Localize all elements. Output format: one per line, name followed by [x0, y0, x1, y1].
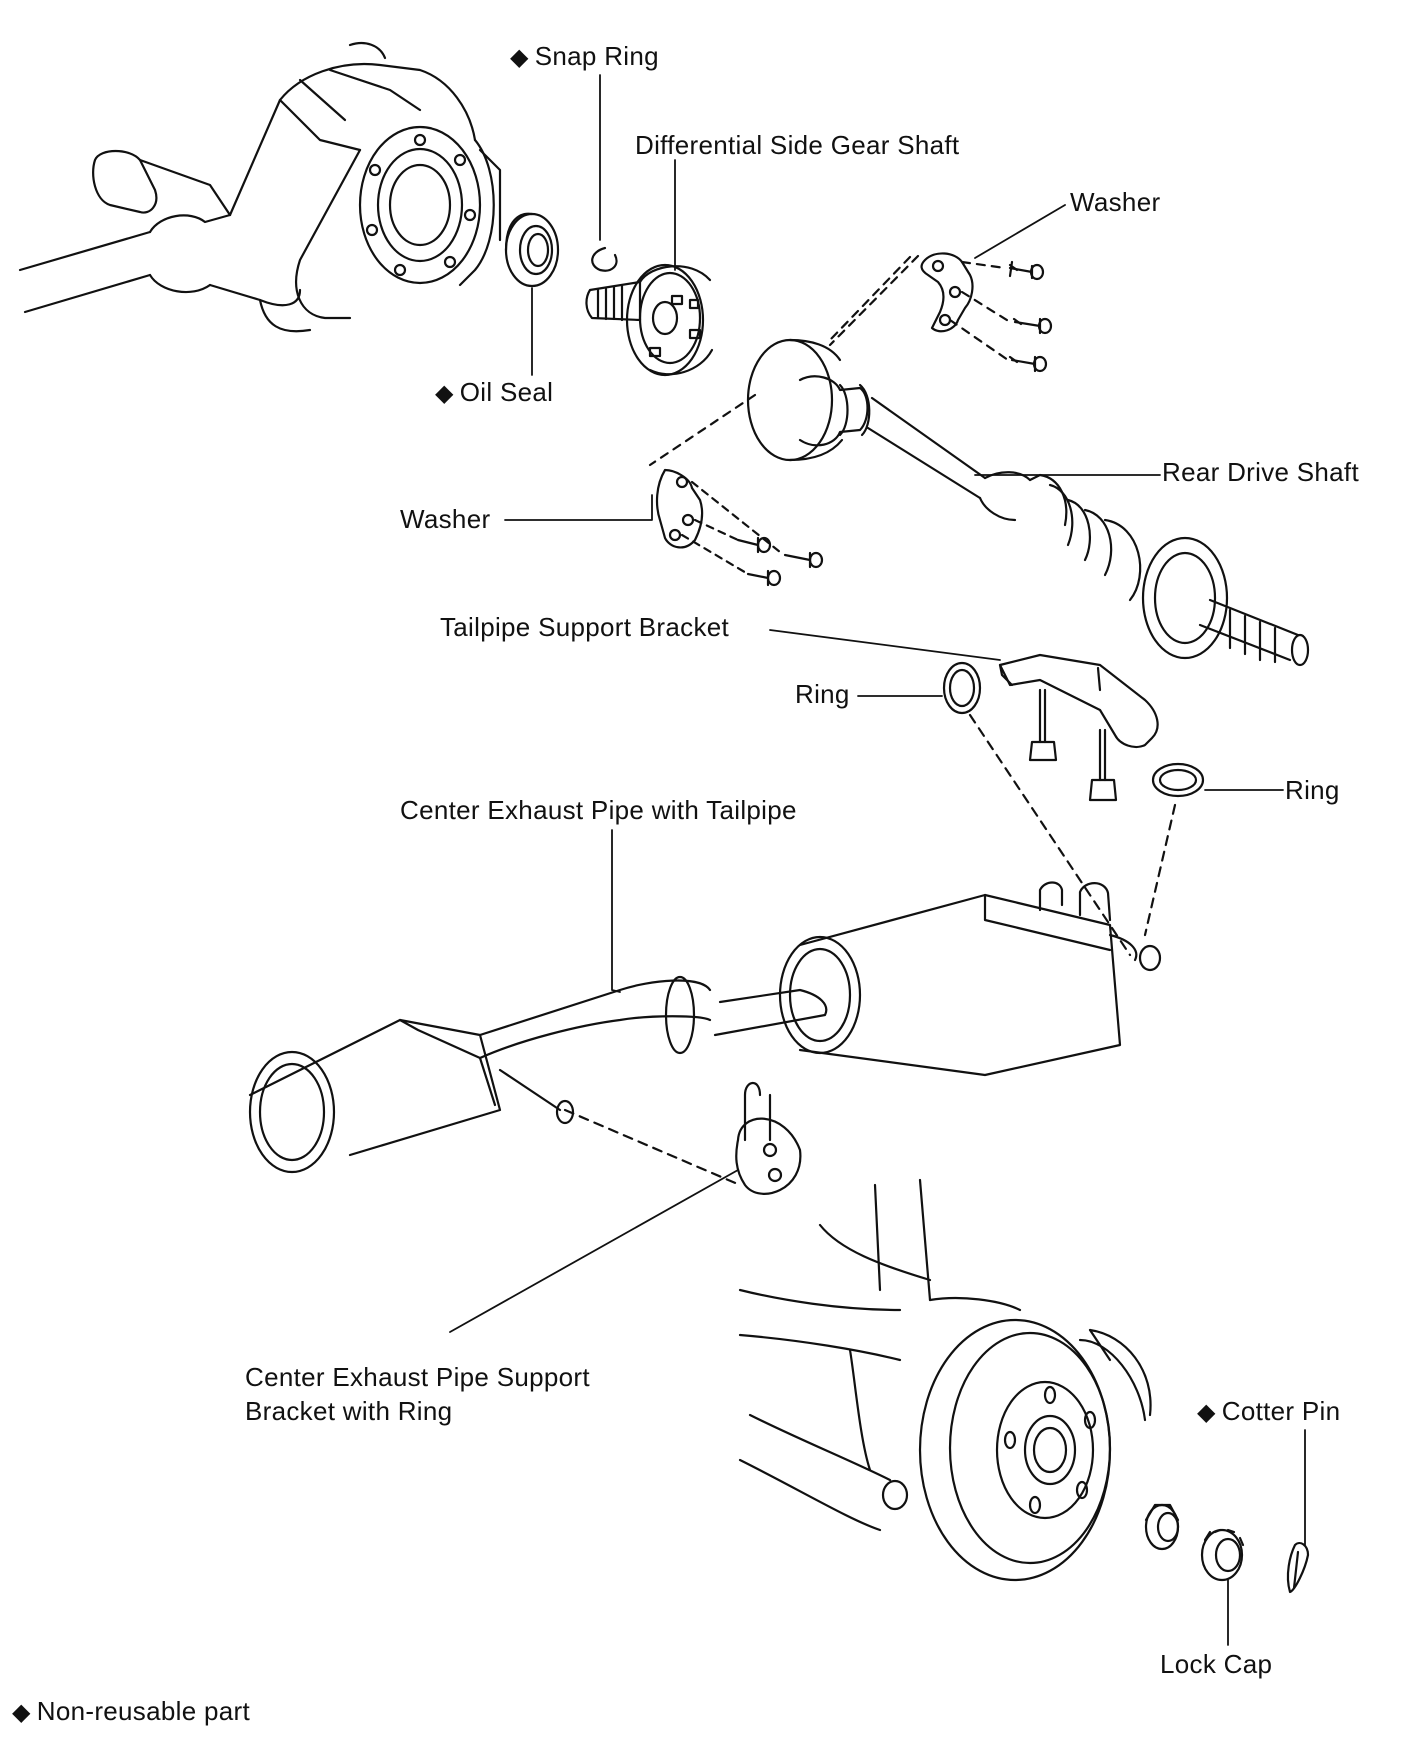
label-snap-ring: ◆Snap Ring [510, 41, 659, 71]
washer-left-dashes [680, 480, 782, 576]
washer-left-part [655, 468, 824, 587]
label-washer-top: Washer [1070, 187, 1161, 217]
snap-ring-part [591, 246, 618, 272]
drive-shaft-guide-dashes [648, 255, 912, 467]
label-ring-right: Ring [1285, 775, 1340, 805]
legend-non-reusable: ◆Non-reusable part [12, 1696, 250, 1726]
differential-carrier [18, 41, 502, 333]
label-lock-cap: Lock Cap [1160, 1649, 1273, 1679]
non-reusable-marker-icon: ◆ [510, 44, 529, 71]
non-reusable-marker-icon: ◆ [1197, 1399, 1216, 1426]
label-cotter-pin: ◆Cotter Pin [1197, 1396, 1341, 1426]
label-center-exhaust-support-line1: Center Exhaust Pipe Support [245, 1362, 590, 1392]
label-ring-left: Ring [795, 679, 850, 709]
rear-drive-shaft-part [746, 338, 1310, 667]
label-differential-side-gear-shaft: Differential Side Gear Shaft [635, 130, 960, 160]
ring-left-part [942, 661, 982, 715]
exhaust-support-bracket-part [735, 1081, 802, 1195]
washer-top-dashes [828, 254, 1012, 362]
lock-cap-part [1200, 1528, 1245, 1582]
ring-dashes [563, 713, 1177, 1187]
non-reusable-marker-icon: ◆ [435, 380, 454, 407]
tailpipe-bracket-part [998, 653, 1159, 802]
washer-top-part [920, 252, 1053, 373]
ring-right-part [1151, 762, 1205, 798]
label-rear-drive-shaft: Rear Drive Shaft [1162, 457, 1359, 487]
label-tailpipe-support-bracket: Tailpipe Support Bracket [440, 612, 730, 642]
cotter-pin-part [1286, 1541, 1310, 1594]
leader-lines [449, 74, 1306, 1646]
oil-seal-part [504, 212, 560, 288]
hub-nut-part [1144, 1503, 1180, 1551]
non-reusable-marker-icon: ◆ [12, 1699, 31, 1726]
label-oil-seal: ◆Oil Seal [435, 377, 554, 407]
label-center-exhaust-pipe: Center Exhaust Pipe with Tailpipe [400, 795, 797, 825]
exhaust-pipe-part [248, 881, 1162, 1174]
rear-brake-disc-assembly [738, 1178, 1152, 1582]
label-center-exhaust-support-line2: Bracket with Ring [245, 1396, 453, 1426]
side-gear-shaft-part [585, 263, 714, 377]
label-washer-left: Washer [400, 504, 491, 534]
